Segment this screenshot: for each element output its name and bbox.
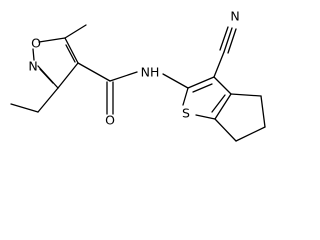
structure-canvas: O N NH O S N [10,9,266,142]
bond-ethyl-ch3 [10,103,39,113]
atom-label-s: S [182,106,190,121]
bond-c3-ethyl-ch2 [37,87,59,113]
bond-c5-methyl [64,24,87,39]
bond-c3a-c3 [213,76,232,95]
bond-o-c5 [38,37,66,43]
bond-nitrile-triple-a [223,27,233,53]
bond-c4-c3 [57,62,79,89]
bond-c2-s [182,87,189,106]
bond-c3-c2 [187,76,215,89]
molecule-drawing: O N NH O S N [10,9,266,142]
bond-c5-c6 [235,126,266,142]
bond-c4-carbonyl-c [77,62,111,82]
bond-carbonyl-c-nh [109,71,138,82]
bond-c7a-c3a-inner [211,94,226,113]
bond-c6-c7a [214,118,237,142]
bond-s-c7a [195,114,216,120]
atom-label-nh: NH [141,65,160,80]
bond-c7a-c3a [214,93,232,120]
bond-c3-n-double-inner [39,68,54,84]
bond-nh-thiophene-c2 [162,73,189,89]
bond-n-o [32,48,35,61]
atom-label-n-ring: N [28,59,37,74]
bond-c3a-c4 [230,93,262,97]
atom-label-n-nitrile: N [230,9,239,24]
bond-nitrile-triple-c [227,28,237,54]
bond-c3-nitrile-c [213,51,225,78]
atom-label-o-ring: O [31,36,41,51]
bond-c5-c4 [64,37,79,64]
bond-c3-c2-inner [192,83,213,93]
bond-c5-c4-double-inner [65,44,76,63]
atom-label-o-carbonyl: O [105,113,115,128]
bond-nitrile-triple-b [219,26,229,51]
bond-c4-c5 [260,95,266,128]
